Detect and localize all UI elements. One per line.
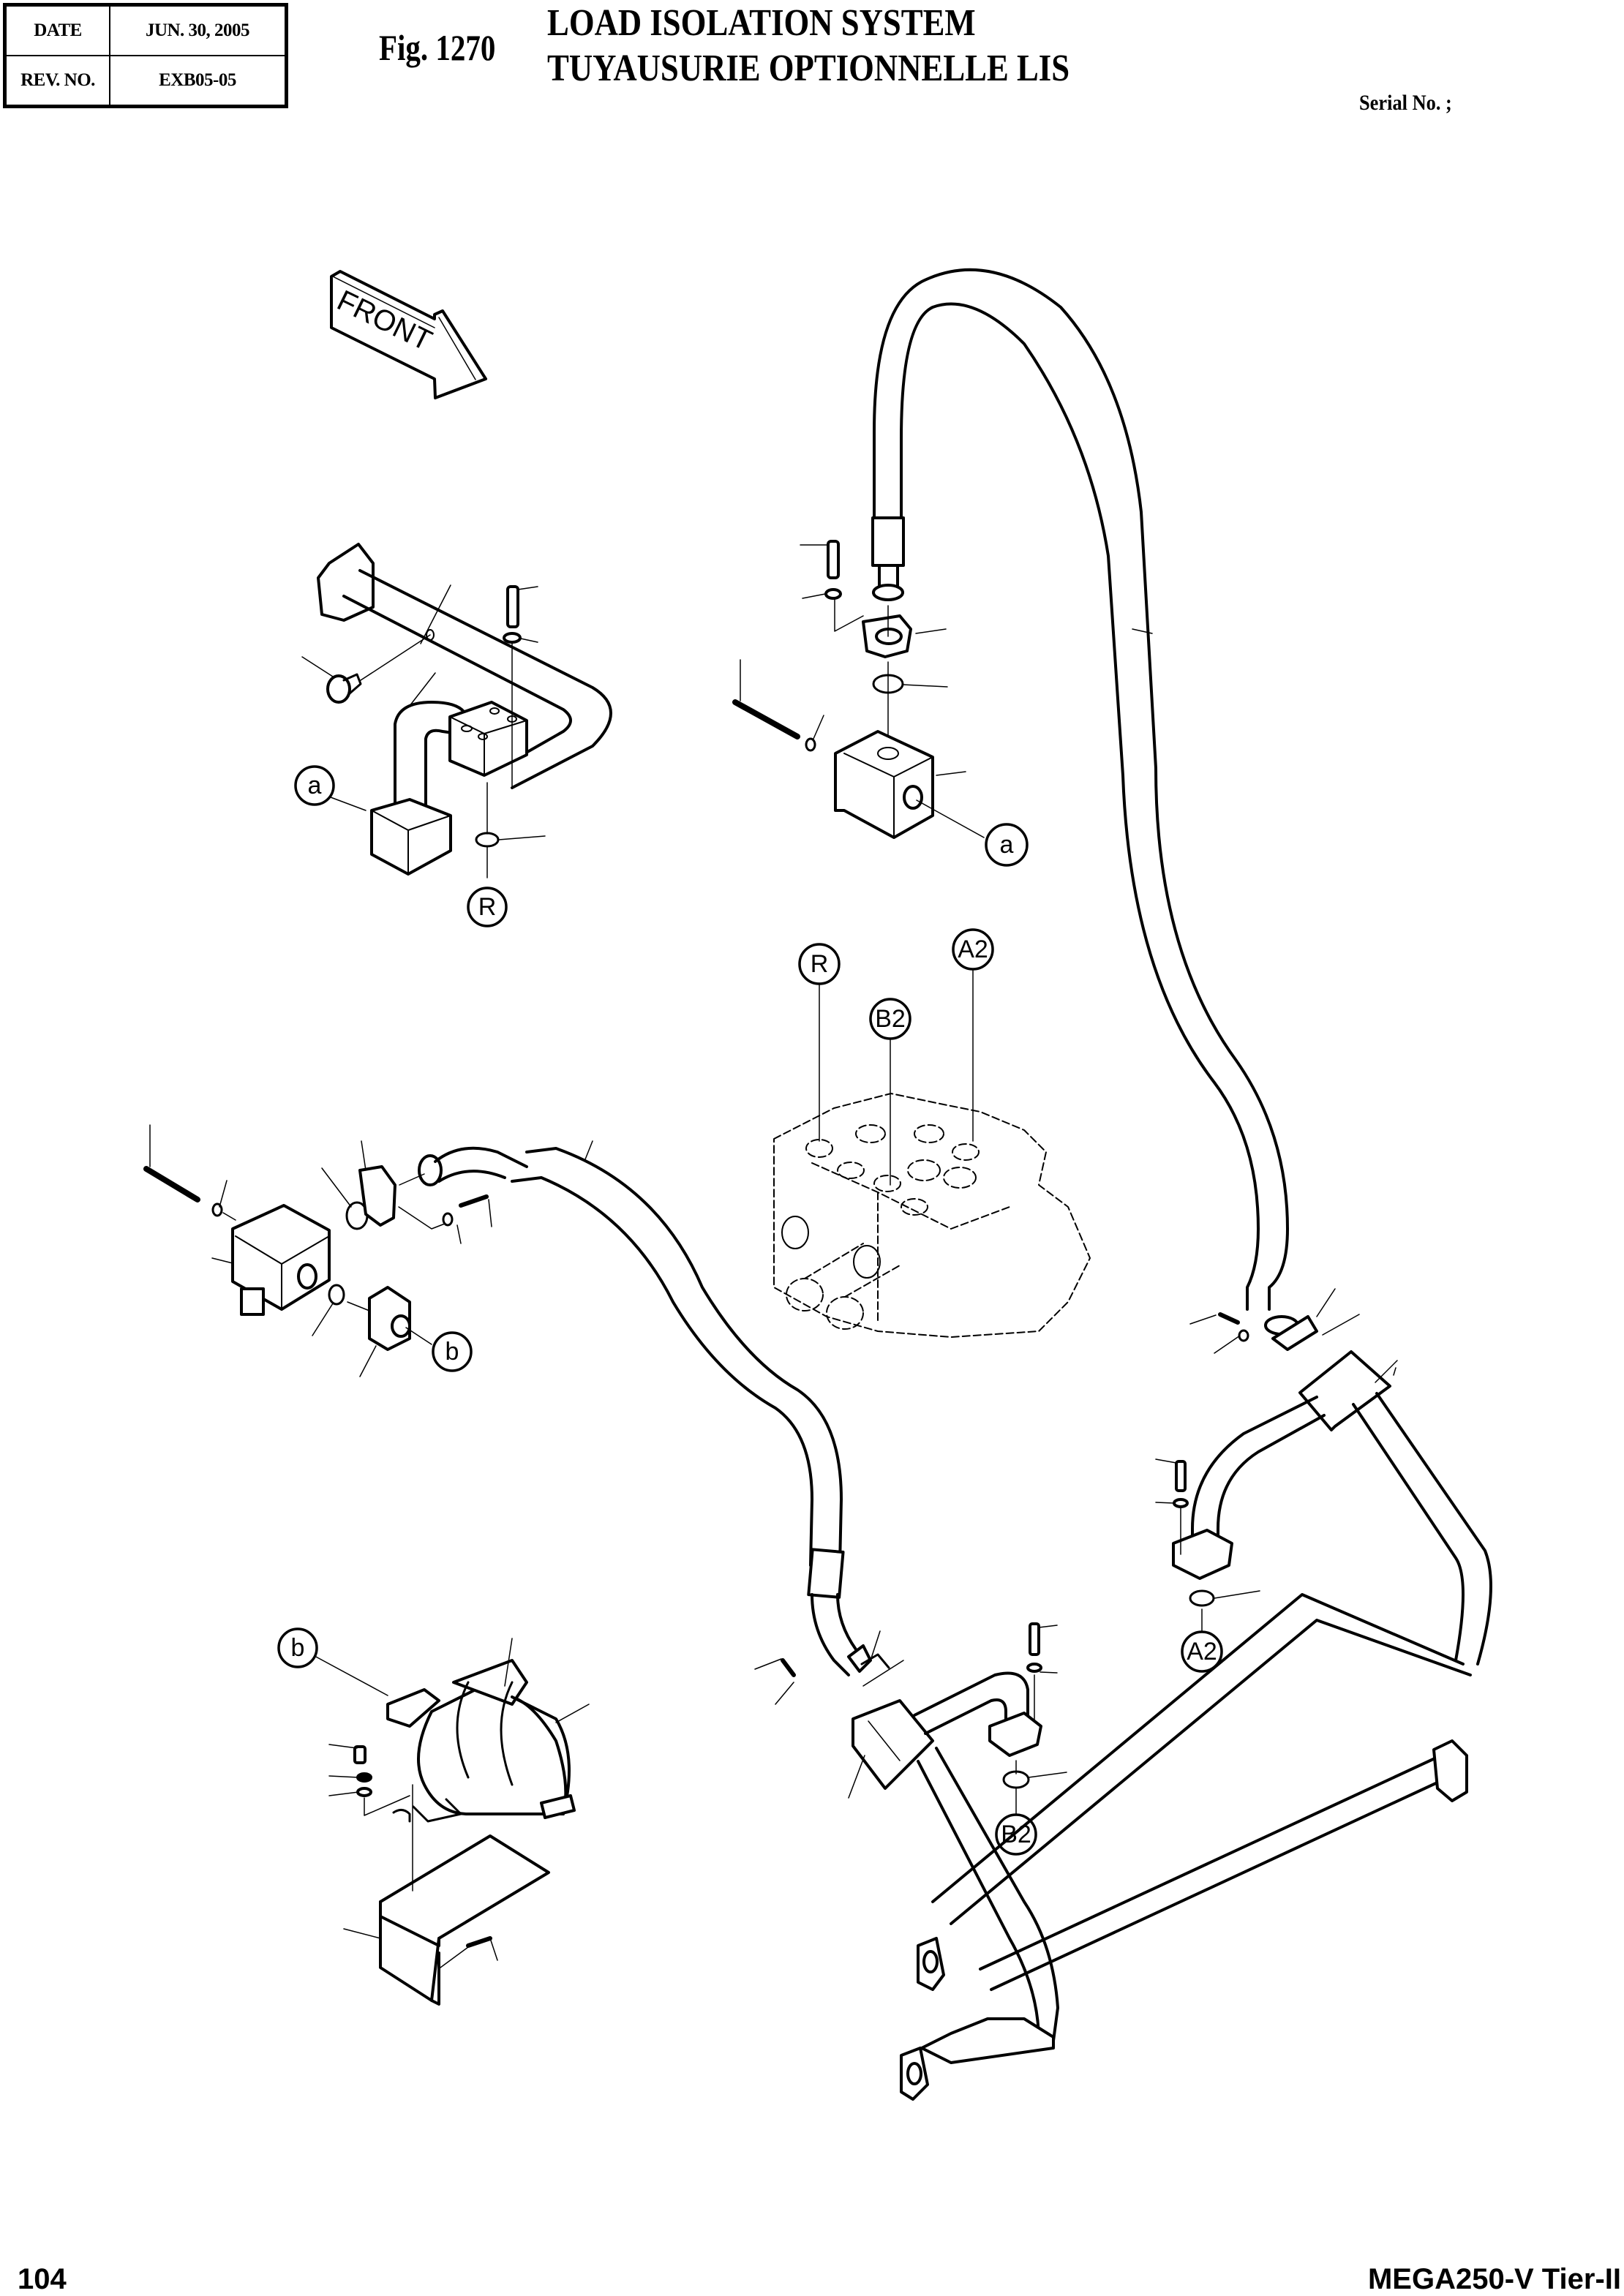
svg-text:R: R <box>478 893 497 921</box>
callout-a2-valve: A2 <box>952 928 994 971</box>
model-name: MEGA250-V Tier-II <box>1367 2263 1621 2295</box>
front-direction-arrow: FRONT <box>330 270 487 399</box>
flange-block-upper <box>732 540 985 839</box>
valve-leader-lines <box>819 968 974 1186</box>
serial-number-label: Serial No. ; <box>1359 91 1452 115</box>
date-label: DATE <box>4 4 110 56</box>
date-row: DATE JUN. 30, 2005 <box>4 4 287 56</box>
figure-number: Fig. 1270 <box>379 27 496 68</box>
page-number: 104 <box>18 2263 67 2295</box>
long-hose-upper <box>871 268 1289 1230</box>
callout-b-solenoid: b <box>432 1331 473 1372</box>
callout-a2-pipe: A2 <box>1181 1630 1223 1673</box>
svg-text:b: b <box>291 1634 305 1662</box>
callout-r-valve: R <box>798 943 841 985</box>
callout-r-upper-left: R <box>467 887 508 927</box>
date-value: JUN. 30, 2005 <box>109 4 287 56</box>
solenoid-valve <box>143 1124 528 1377</box>
callout-b2-valve: B2 <box>869 998 911 1040</box>
revision-row: REV. NO. EXB05-05 <box>4 55 287 108</box>
callout-b2-pipe: B2 <box>995 1813 1037 1856</box>
svg-text:b: b <box>446 1338 459 1366</box>
title-english: LOAD ISOLATION SYSTEM <box>547 2 976 44</box>
boom-cylinder-pipes <box>900 1593 1472 2101</box>
pipe-b2 <box>754 1622 1067 1815</box>
svg-text:A2: A2 <box>1187 1638 1217 1665</box>
hose-middle <box>511 1140 857 1676</box>
svg-text:A2: A2 <box>958 936 988 963</box>
accumulator-bracket <box>328 1744 550 2006</box>
svg-text:B2: B2 <box>875 1005 906 1033</box>
return-pipe-assembly <box>301 543 612 878</box>
leader-b-accumulator <box>314 1655 388 1696</box>
revision-label: REV. NO. <box>4 55 110 108</box>
svg-text:R: R <box>811 950 829 978</box>
svg-text:a: a <box>308 772 322 799</box>
accumulator <box>386 1638 590 1823</box>
main-control-valve <box>773 1093 1091 1338</box>
svg-text:a: a <box>1000 831 1014 859</box>
revision-value: EXB05-05 <box>109 55 287 108</box>
callout-a-upper-left: a <box>294 765 335 806</box>
revision-table: DATE JUN. 30, 2005 REV. NO. EXB05-05 <box>3 3 288 108</box>
callout-a-upper-center: a <box>985 823 1029 867</box>
callout-b-accumulator: b <box>277 1627 318 1668</box>
title-french: TUYAUSURIE OPTIONNELLE LIS <box>547 48 1070 89</box>
pipe-a2 <box>1155 1227 1492 1665</box>
